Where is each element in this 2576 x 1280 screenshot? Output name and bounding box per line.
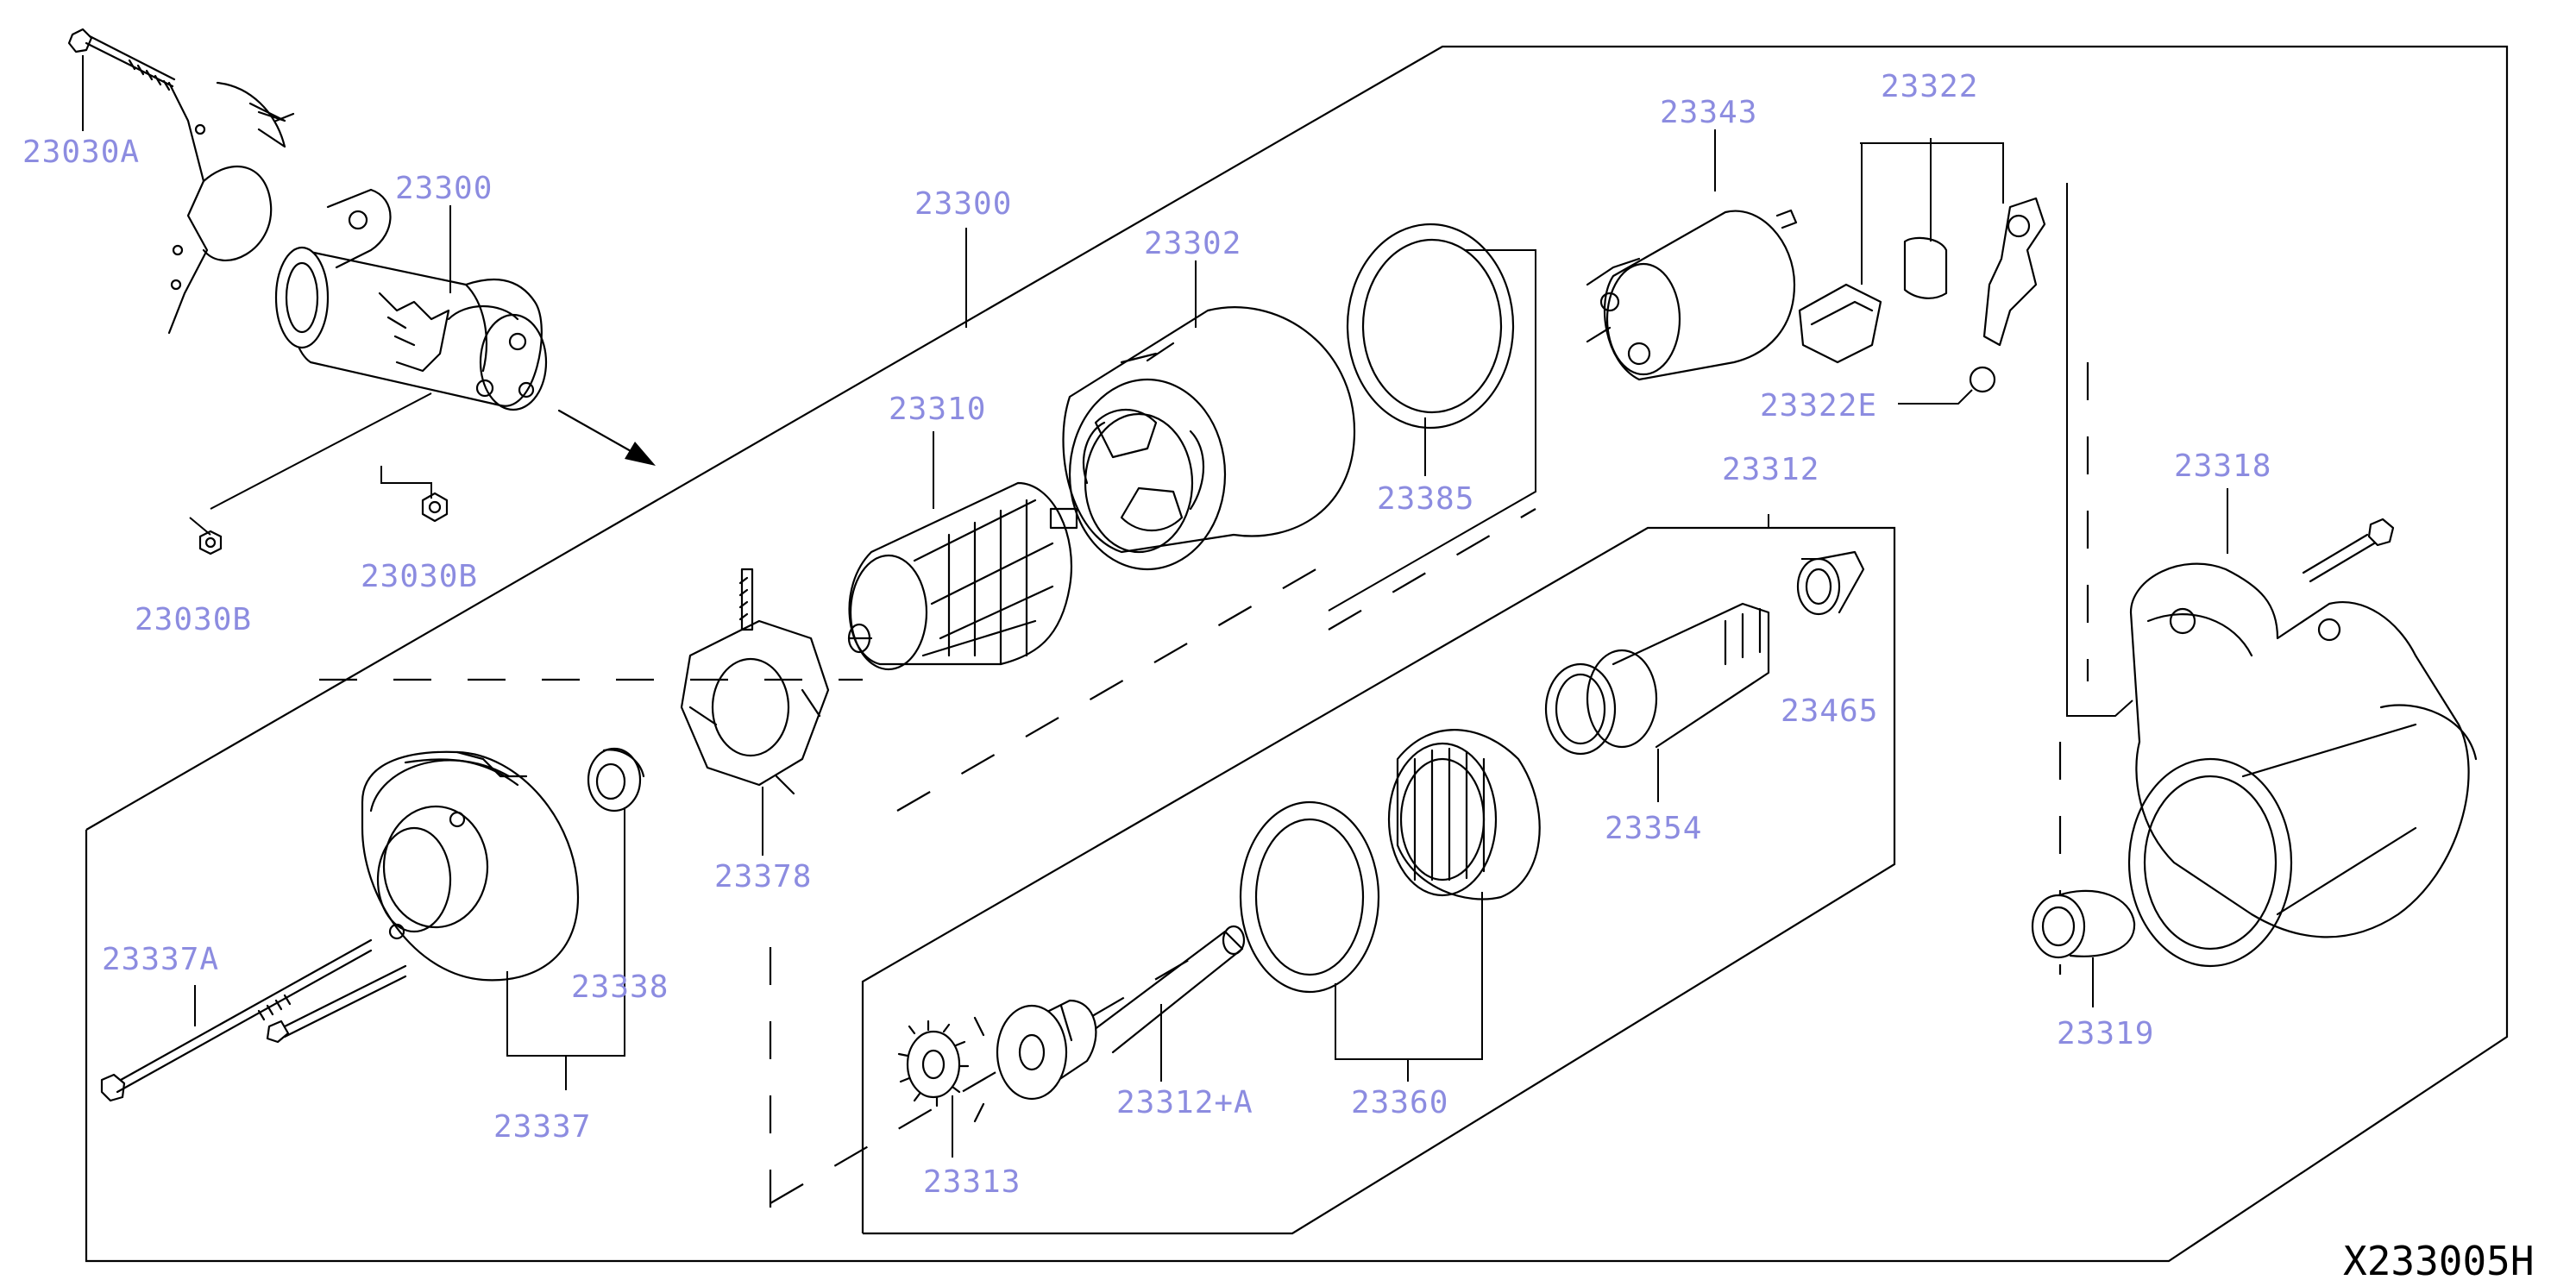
callout-23322: 23322 (1881, 69, 1978, 104)
callout-23030b: 23030B (361, 559, 478, 594)
starter-motor-23300 (274, 188, 548, 411)
callout-23300-starter: 23300 (395, 171, 493, 206)
callout-23343: 23343 (1660, 95, 1757, 130)
rear-cover-23337 (361, 750, 580, 982)
drive-assembly-frame (861, 526, 1896, 1235)
center-lines (319, 362, 2089, 1208)
callout-23337a: 23337A (102, 942, 219, 977)
through-bolt-23337a (100, 938, 407, 1102)
bush-23465 (1796, 550, 1865, 616)
callout-23302: 23302 (1144, 226, 1241, 261)
pinion-gear-23313 (897, 1020, 970, 1107)
bush-23319 (2031, 889, 2136, 959)
callout-23318: 23318 (2174, 449, 2271, 484)
engine-bracket (167, 81, 295, 335)
callout-23360: 23360 (1351, 1085, 1448, 1120)
brush-holder-23378 (680, 568, 830, 795)
callout-23354: 23354 (1605, 811, 1702, 846)
callout-23300-assembly: 23300 (914, 186, 1012, 222)
callout-23310: 23310 (889, 392, 986, 427)
pinion-shaft-23312a (973, 925, 1246, 1123)
callout-23465: 23465 (1781, 693, 1878, 729)
callout-23312: 23312 (1722, 452, 1819, 487)
callout-labels: 23030A 23300 23030B 23030B 23300 23302 2… (22, 69, 2271, 1200)
bolt-23030a (67, 28, 176, 91)
front-housing-23318 (2127, 518, 2478, 968)
callout-23337: 23337 (493, 1109, 591, 1145)
callout-23378: 23378 (714, 859, 812, 894)
direction-arrow (557, 409, 656, 466)
seal-ring-23385 (1346, 223, 1515, 430)
yoke-23302 (1062, 306, 1356, 571)
callout-23322e: 23322E (1760, 388, 1877, 424)
armature-23310 (847, 481, 1078, 671)
callout-23338: 23338 (571, 969, 669, 1005)
bush-23338 (587, 747, 645, 813)
nut-23030b (198, 492, 449, 555)
diagram-code: X233005H (2343, 1238, 2535, 1280)
stop-ring-23354 (1544, 602, 1770, 756)
clutch-23360 (1239, 729, 1541, 994)
callout-23030a: 23030A (22, 135, 140, 170)
leader-lines (82, 55, 2228, 1158)
callout-23313: 23313 (923, 1164, 1021, 1200)
callout-23030b-2: 23030B (135, 602, 252, 637)
solenoid-23343 (1586, 209, 1798, 381)
callout-23385: 23385 (1377, 481, 1474, 517)
callout-23312a: 23312+A (1116, 1085, 1253, 1120)
callout-23319: 23319 (2057, 1016, 2154, 1051)
shift-lever-23322 (1798, 197, 2046, 393)
assembly-frame (85, 45, 2509, 1263)
